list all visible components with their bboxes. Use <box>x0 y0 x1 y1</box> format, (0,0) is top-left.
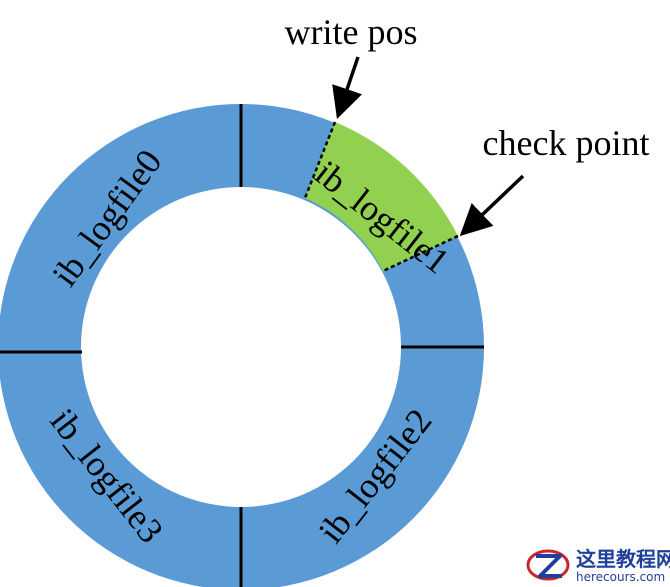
write-pos-label: write pos <box>285 12 418 52</box>
watermark-title: 这里教程网 <box>576 547 670 571</box>
watermark-logo-icon <box>526 549 570 581</box>
watermark: 这里教程网 herecours.com <box>526 547 670 584</box>
logfile1-active-section <box>305 122 458 271</box>
check-point-label: check point <box>483 123 650 163</box>
watermark-url: herecours.com <box>576 570 665 584</box>
check-point-arrow <box>459 174 525 237</box>
write-pos-arrow <box>332 56 363 119</box>
